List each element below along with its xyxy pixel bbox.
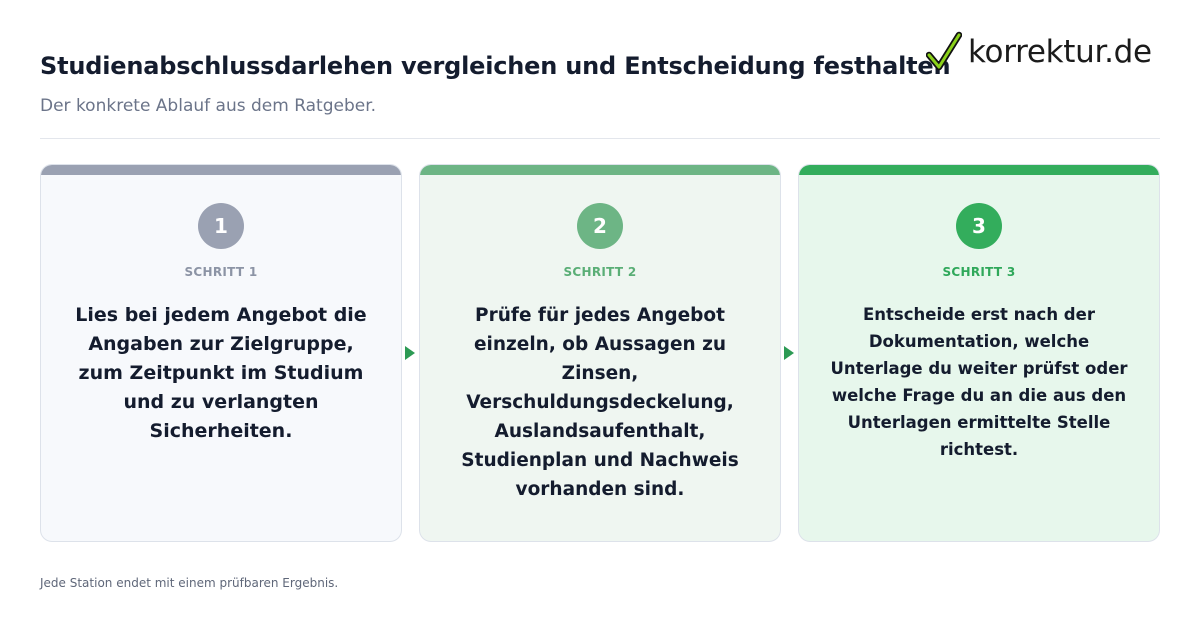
checkmark-icon [926, 31, 962, 71]
step-1-number-badge: 1 [198, 203, 244, 249]
footnote: Jede Station endet mit einem prüfbaren E… [40, 576, 339, 590]
step-2-color-bar [420, 165, 780, 175]
page-title: Studienabschlussdarlehen vergleichen und… [40, 52, 951, 80]
step-card-1: 1 SCHRITT 1 Lies bei jedem Angebot die A… [40, 164, 402, 542]
brand-logo[interactable]: korrektur.de [926, 30, 1152, 74]
step-3-text: Entscheide erst nach der Dokumentation, … [830, 305, 1128, 459]
step-1-label: SCHRITT 1 [184, 265, 258, 279]
step-2-number-badge: 2 [577, 203, 623, 249]
page-subtitle: Der konkrete Ablauf aus dem Ratgeber. [40, 96, 377, 116]
step-card-3: 3 SCHRITT 3 Entscheide erst nach der Dok… [798, 164, 1160, 542]
step-3-color-bar [799, 165, 1159, 175]
step-1-color-bar [41, 165, 401, 175]
step-2-label: SCHRITT 2 [563, 265, 637, 279]
step-1-text: Lies bei jedem Angebot die Angaben zur Z… [75, 304, 367, 442]
arrow-right-icon [405, 346, 415, 360]
logo-text: korrektur.de [968, 34, 1152, 70]
header-divider [40, 138, 1160, 139]
arrow-right-icon [784, 346, 794, 360]
step-card-2: 2 SCHRITT 2 Prüfe für jedes Angebot einz… [419, 164, 781, 542]
step-3-number-badge: 3 [956, 203, 1002, 249]
step-3-label: SCHRITT 3 [942, 265, 1016, 279]
step-2-text: Prüfe für jedes Angebot einzeln, ob Auss… [461, 305, 739, 500]
